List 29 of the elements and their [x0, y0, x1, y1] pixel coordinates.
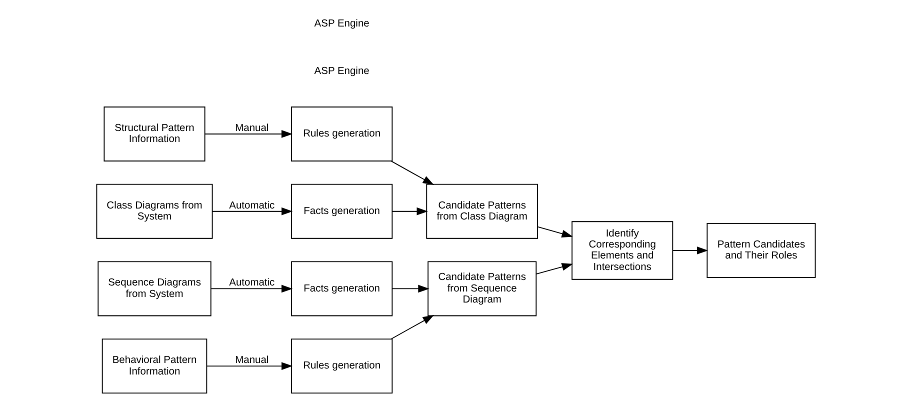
arrow — [390, 160, 434, 185]
node-box: Class Diagrams from System — [96, 184, 212, 239]
arrow — [391, 207, 428, 216]
node-box: Behavioral Pattern Information — [101, 338, 207, 394]
node-box: Facts generation — [290, 261, 392, 316]
node-box: Candidate Patterns from Sequence Diagram — [427, 261, 536, 316]
arrow — [390, 315, 434, 340]
node-box: Structural Pattern Information — [103, 106, 205, 162]
edge-label: Manual — [234, 123, 268, 134]
arrow — [204, 130, 292, 138]
arrow — [536, 263, 573, 274]
edge-label: Automatic — [228, 200, 274, 212]
arrow — [536, 226, 572, 238]
arrow — [672, 246, 708, 254]
arrow — [206, 362, 292, 370]
edge-label: Manual — [234, 355, 268, 366]
node-box: Sequence Diagrams from System — [97, 261, 211, 316]
arrow — [210, 284, 292, 293]
node-box: Facts generation — [290, 184, 392, 239]
label: ASP Engine — [314, 18, 369, 30]
edge-label: Automatic — [228, 278, 274, 289]
node-box: Candidate Patterns from Class Diagram — [426, 184, 538, 239]
arrow — [391, 284, 429, 293]
node-box: Pattern Candidates and Their Roles — [706, 223, 816, 278]
node-box: Rules generation — [290, 106, 392, 162]
node-box: Identify Corresponding Elements and Intersections — [571, 221, 673, 280]
node-box: Rules generation — [290, 338, 392, 394]
arrow — [211, 207, 292, 216]
label: ASP Engine — [314, 66, 369, 78]
